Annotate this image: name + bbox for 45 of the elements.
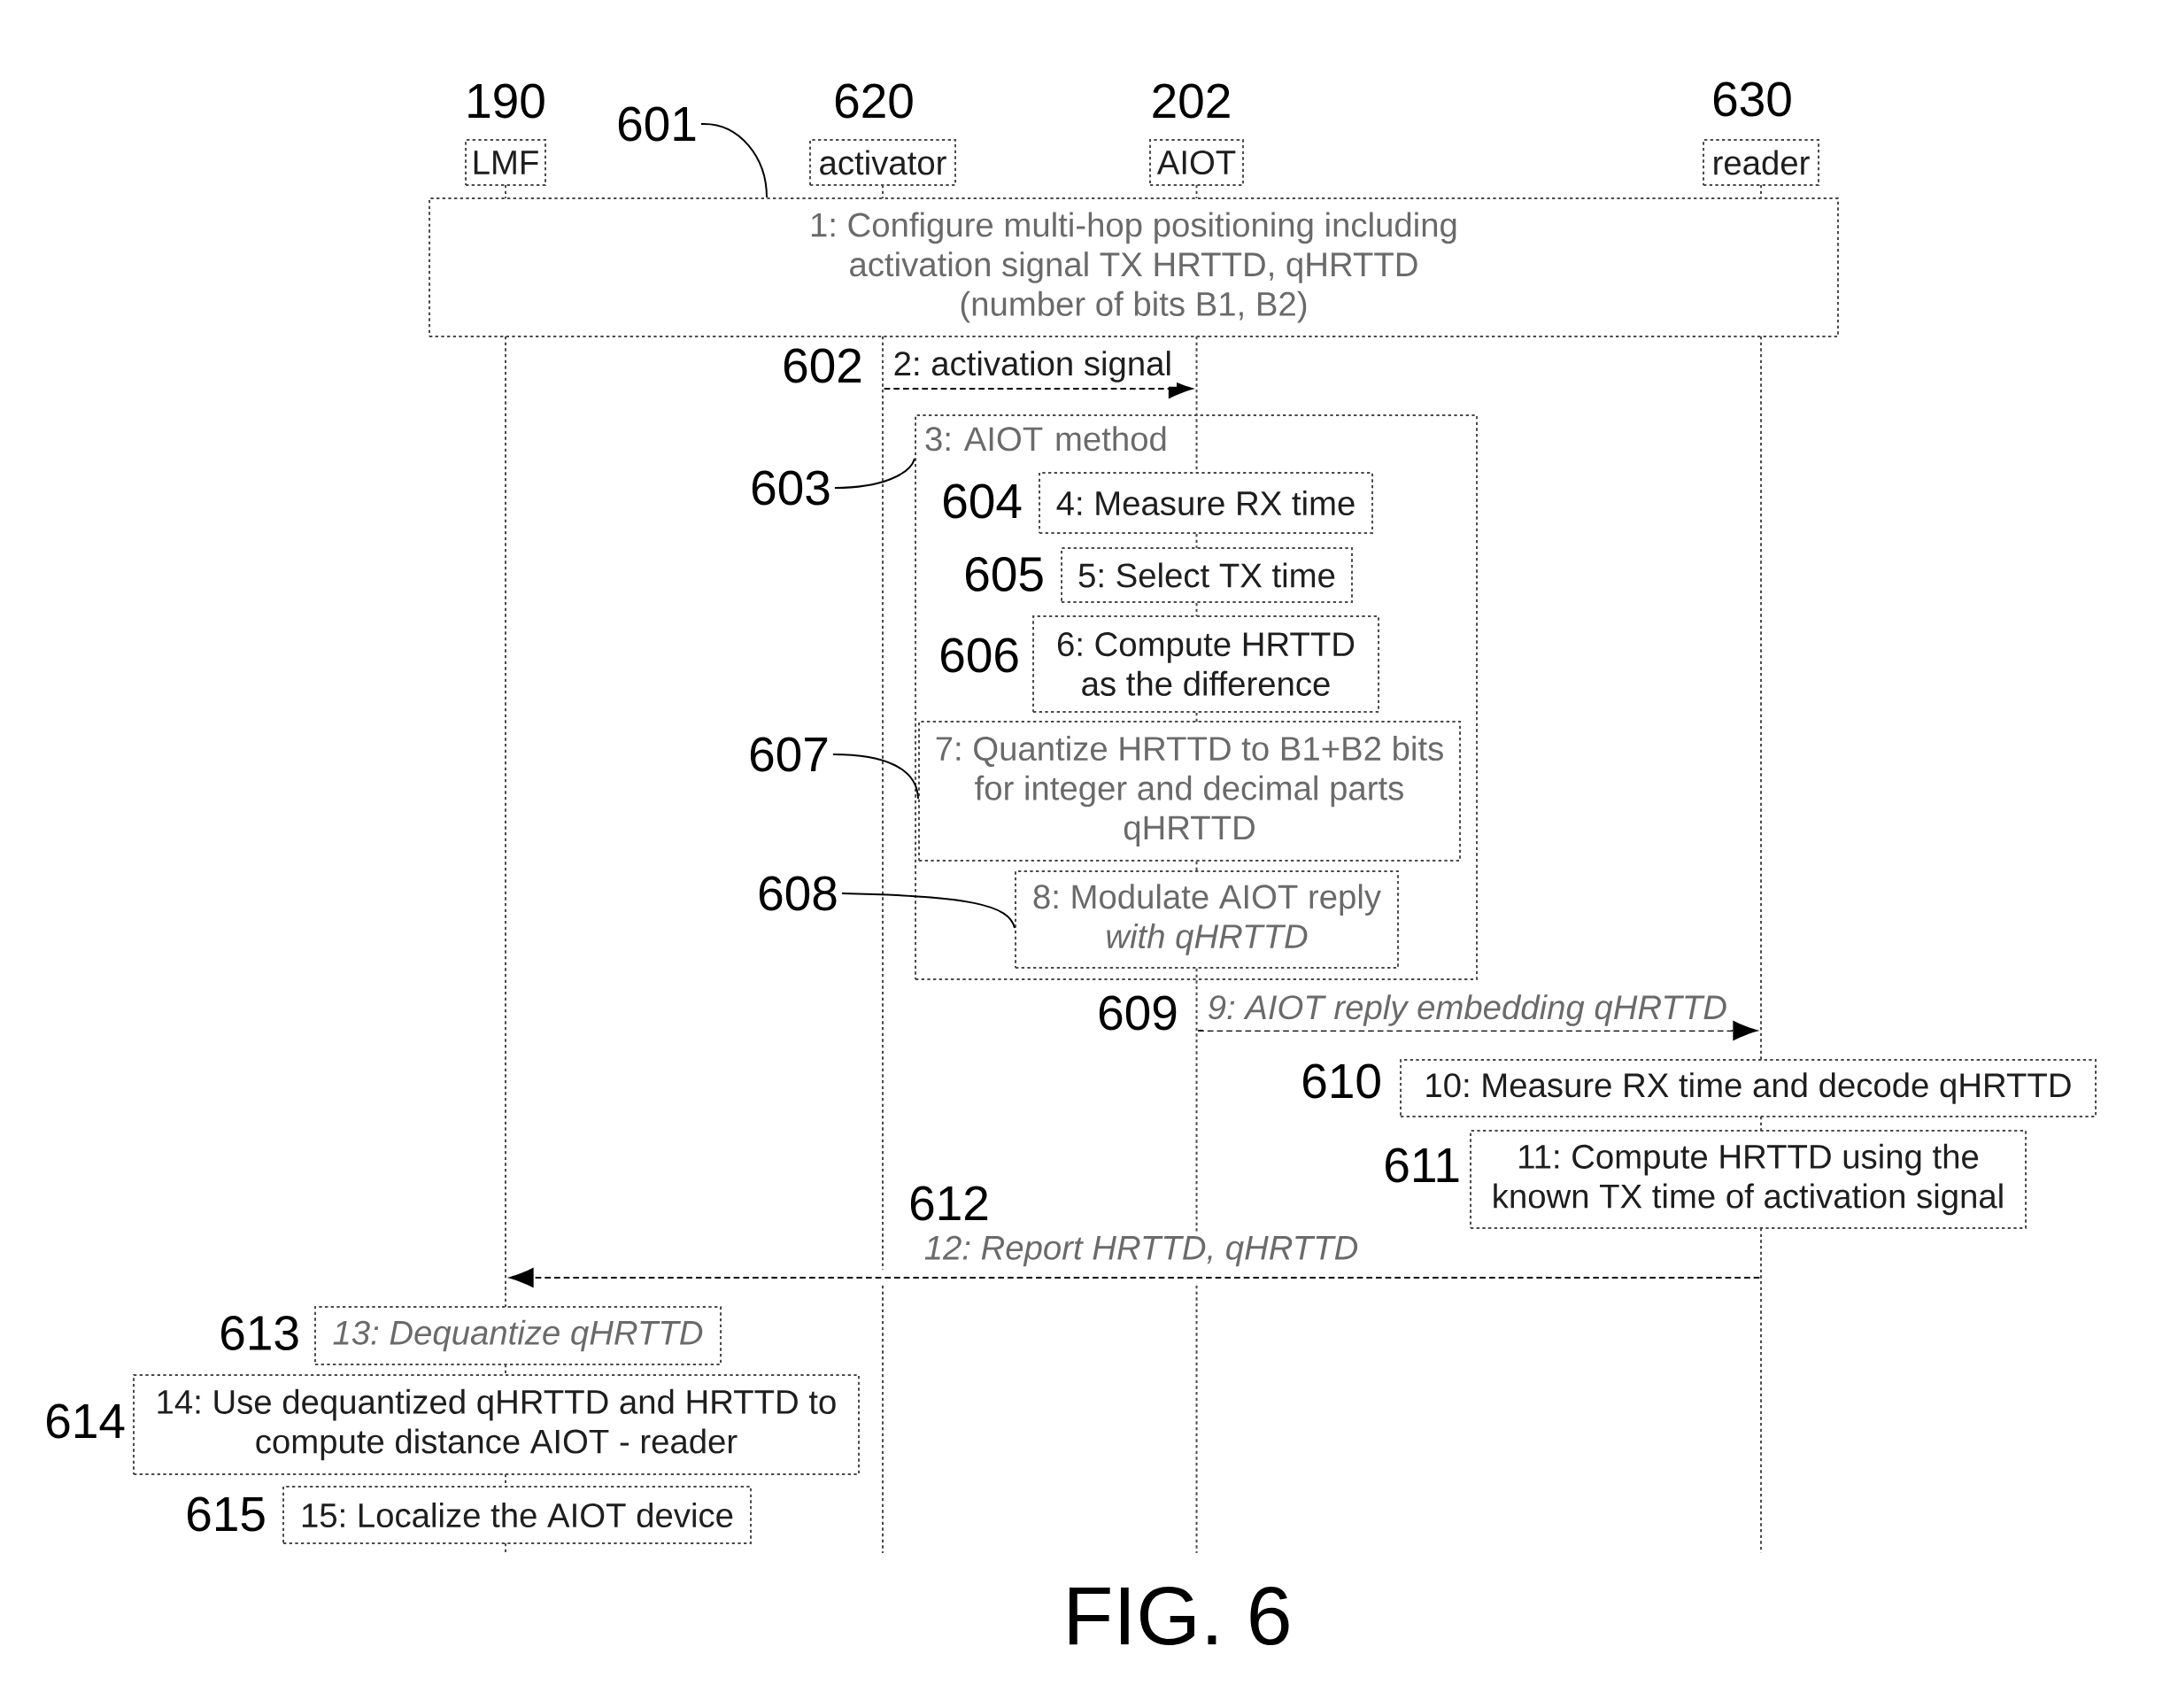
reference-number: 601 [618,106,696,142]
reference-number: 608 [759,876,837,911]
process-box: 10: Measure RX time and decode qHRTTD [1400,1059,2097,1117]
message-arrow [1197,1021,1757,1040]
process-box: 4: Measure RX time [1039,472,1373,534]
process-box: 14: Use dequantized qHRTTD and HRTTD to compute distance AIOT - reader [133,1374,860,1475]
reference-number: 611 [1386,1148,1459,1183]
leader-line [833,458,915,489]
process-box: 6: Compute HRTTD as the difference [1032,615,1380,713]
process-box: 5: Select TX time [1061,547,1353,603]
reference-number: 605 [966,557,1043,591]
reference-number: 615 [188,1496,265,1532]
reference-number: 602 [784,348,861,383]
process-box: 7: Quantize HRTTD to B1+B2 bits for integer and decimal parts qHRTTD [918,721,1461,862]
message-label: 12: Report HRTTD, qHRTTD [919,1231,1363,1271]
reference-number: 607 [750,737,828,772]
process-box: 11: Compute HRTTD using the known TX time of activation signal [1470,1130,2027,1229]
reference-number: 603 [752,470,830,506]
reference-number: 606 [941,638,1018,673]
leader-line [840,893,1016,929]
process-box: 8: Modulate AIOT reply with qHRTTD [1015,870,1399,969]
reference-number: 630 [1713,81,1791,117]
figure-caption: FIG. 6 [1070,1587,1289,1646]
reference-number: 190 [468,83,544,119]
participant-box: LMF [465,139,546,186]
reference-number: 604 [944,483,1022,519]
process-box: 13: Dequantize qHRTTD [314,1306,722,1365]
process-box: 1: Configure multi-hop positioning including activation signal TX HRTTD, qHRTTD (number of bits B1, B2) [429,197,1839,337]
leader-line [831,754,919,800]
leader-line [699,123,768,198]
process-box: 15: Localize the AIOT device [282,1486,752,1544]
reference-number: 202 [1153,83,1230,119]
message-label: 2: activation signal [888,346,1178,387]
participant-box: AIOT [1149,139,1244,186]
reference-number: 609 [1099,995,1177,1031]
lifeline [505,184,506,1554]
participant-box: activator [809,139,956,186]
message-arrow [509,1268,1761,1287]
reference-number: 613 [221,1316,298,1350]
reference-number: 614 [47,1403,125,1439]
reference-number: 620 [835,83,913,119]
participant-box: reader [1703,139,1819,186]
lifeline [882,184,884,1554]
message-label: 9: AIOT reply embedding qHRTTD [1202,990,1732,1031]
reference-number: 610 [1303,1063,1380,1099]
